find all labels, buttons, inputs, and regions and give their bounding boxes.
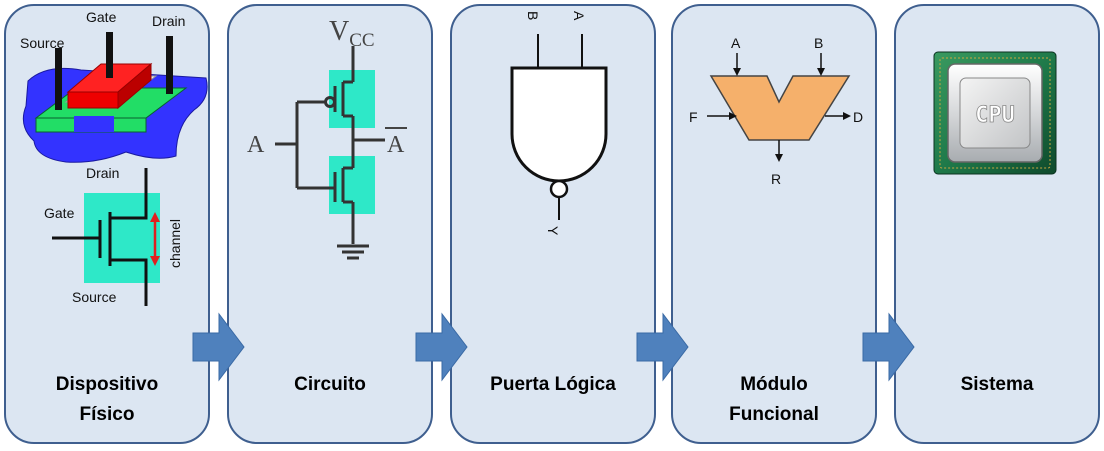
- gate-side: [117, 62, 152, 110]
- input-a-label: A: [571, 11, 587, 21]
- source-pin: [55, 48, 62, 110]
- gate-front: [67, 91, 119, 109]
- stage-label: Circuito: [294, 374, 366, 395]
- arrow-right-icon: [192, 312, 245, 382]
- panel-sistema: CPU Sistema: [894, 4, 1100, 444]
- source-label: Source: [20, 35, 65, 51]
- panel-modulo-funcional: A B F D R Módulo Funcional: [671, 4, 877, 444]
- ground-symbol: [337, 244, 369, 260]
- arrow-right-icon: [636, 312, 689, 382]
- svg-text:Y: Y: [545, 226, 561, 236]
- input-b-label: B: [814, 35, 823, 51]
- stage-label: Sistema: [960, 374, 1034, 395]
- input-f-label: F: [689, 109, 698, 125]
- stage-label: Módulo Funcional: [729, 374, 819, 425]
- gate-label: Gate: [86, 9, 117, 25]
- stage-label: Puerta Lógica: [490, 374, 616, 395]
- panel-puerta-logica: B A Y Puerta Lógica: [450, 4, 656, 444]
- nand-gate: B A Y: [510, 11, 608, 236]
- mosfet-source-label: Source: [72, 289, 117, 305]
- transistor-illustration: Source Gate Drain Drain Gate Source chan…: [20, 9, 208, 306]
- drain-pin: [166, 36, 173, 94]
- inverter-circuit: VCC A A: [247, 16, 407, 260]
- vcc-label: VCC: [329, 16, 375, 51]
- arrow-right-icon: [862, 312, 915, 382]
- stage-label: Dispositivo Físico: [55, 374, 159, 425]
- drain-label: Drain: [152, 13, 185, 29]
- svg-text:B: B: [525, 11, 541, 20]
- arrow-right-icon: [415, 312, 468, 382]
- alu-module: A B F D R: [689, 35, 863, 187]
- output-a-bar-label: A: [387, 132, 405, 158]
- output-d-label: D: [853, 109, 863, 125]
- svg-text:A: A: [571, 11, 587, 21]
- alu-shape: [709, 75, 851, 141]
- mosfet-drain-label: Drain: [86, 165, 119, 181]
- channel-label: channel: [167, 219, 183, 268]
- input-b-label: B: [525, 11, 541, 20]
- cpu-chip: CPU: [933, 51, 1057, 175]
- input-a-label: A: [731, 35, 741, 51]
- output-y-label: Y: [545, 226, 561, 236]
- output-r-label: R: [771, 171, 781, 187]
- input-a-label: A: [247, 132, 265, 158]
- gate-body: [510, 66, 608, 183]
- inversion-bubble: [549, 179, 569, 199]
- gate-pin: [106, 32, 113, 78]
- panel-dispositivo-fisico: Source Gate Drain Drain Gate Source chan…: [4, 4, 210, 444]
- cpu-text: CPU: [975, 103, 1015, 128]
- mosfet-gate-label: Gate: [44, 205, 75, 221]
- channel-gap: [74, 116, 114, 132]
- panel-circuito: VCC A A: [227, 4, 433, 444]
